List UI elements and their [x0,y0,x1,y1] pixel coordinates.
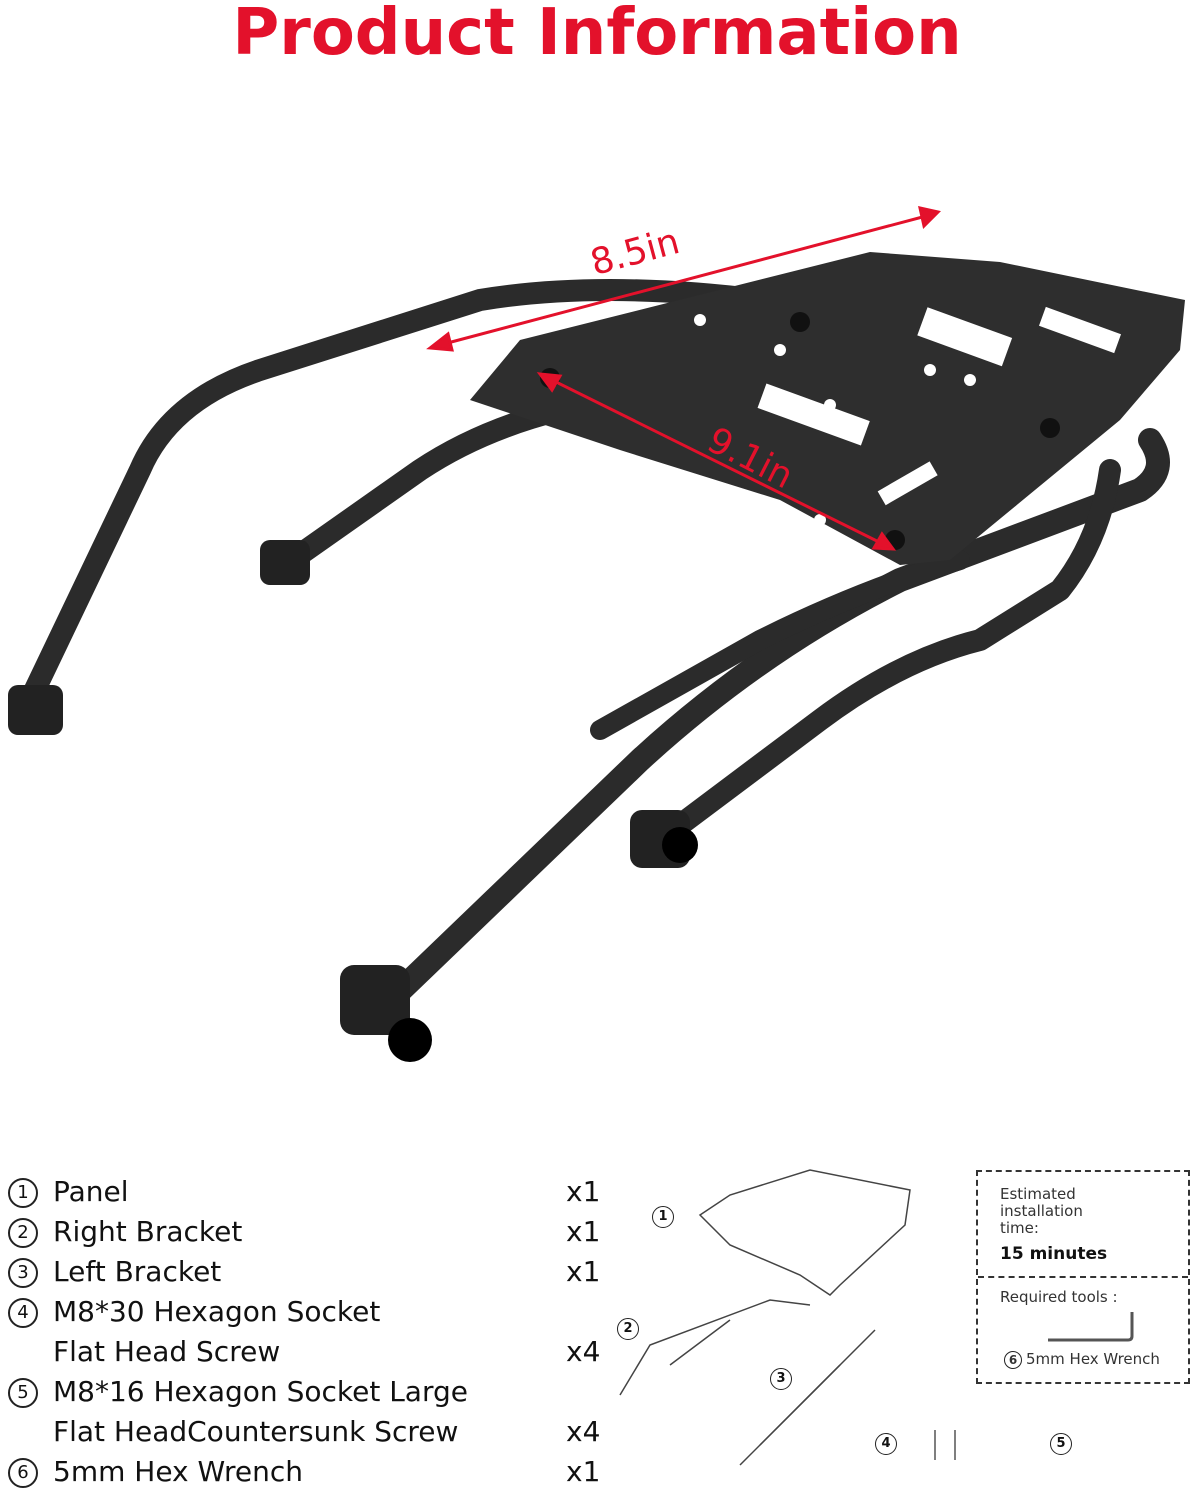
parts-line-drawing [619,1169,996,1466]
part-number: 5 [8,1378,38,1408]
luggage-rack-photo [8,206,1185,1062]
part-qty: x1 [566,1215,601,1248]
hex-wrench-icon [1048,1312,1134,1342]
part-number: 2 [8,1218,38,1248]
part-row: 5 M8*16 Hexagon Socket Large [8,1372,608,1412]
estimated-time-value: 15 minutes [1000,1244,1108,1264]
estimated-time-label: Estimated installation time: [1000,1185,1083,1237]
divider [978,1276,1188,1278]
part-qty: x1 [566,1255,601,1288]
part-row-cont: Flat Head Screw x4 [8,1332,608,1372]
part-name: M8*30 Hexagon Socket [53,1295,381,1328]
part-name: Left Bracket [53,1255,222,1288]
parts-diagram: 1 2 3 4 5 [600,1165,1072,1485]
part-name: Right Bracket [53,1215,243,1248]
part-row: 6 5mm Hex Wrench x1 [8,1452,608,1492]
part-row: 2 Right Bracket x1 [8,1212,608,1252]
part-name-cont: Flat Head Screw [53,1335,281,1368]
page-title: Product Information [232,0,962,70]
part-row: 3 Left Bracket x1 [8,1252,608,1292]
required-tools-label: Required tools : [1000,1288,1118,1306]
parts-list: 1 Panel x1 2 Right Bracket x1 3 Left Bracket x… [8,1172,608,1492]
part-name: Panel [53,1175,129,1208]
part-number: 6 [8,1458,38,1488]
part-name: M8*16 Hexagon Socket Large [53,1375,468,1408]
part-number: 1 [8,1178,38,1208]
tool-number: 6 [1004,1351,1022,1369]
part-row: 4 M8*30 Hexagon Socket [8,1292,608,1332]
diagram-label-3: 3 [770,1368,792,1390]
part-qty: x1 [566,1455,601,1488]
part-name-cont: Flat HeadCountersunk Screw [53,1415,459,1448]
part-name: 5mm Hex Wrench [53,1455,303,1488]
installation-info-box: Estimated installation time: 15 minutes … [976,1170,1190,1384]
diagram-label-5: 5 [1050,1433,1072,1455]
part-number: 4 [8,1298,38,1328]
part-row: 1 Panel x1 [8,1172,608,1212]
part-row-cont: Flat HeadCountersunk Screw x4 [8,1412,608,1452]
tool-name: 5mm Hex Wrench [1026,1350,1160,1368]
diagram-label-4: 4 [875,1433,897,1455]
part-number: 3 [8,1258,38,1288]
diagram-label-1: 1 [652,1206,674,1228]
part-qty: x4 [566,1415,601,1448]
diagram-label-2: 2 [617,1318,639,1340]
part-qty: x4 [566,1335,601,1368]
part-qty: x1 [566,1175,601,1208]
